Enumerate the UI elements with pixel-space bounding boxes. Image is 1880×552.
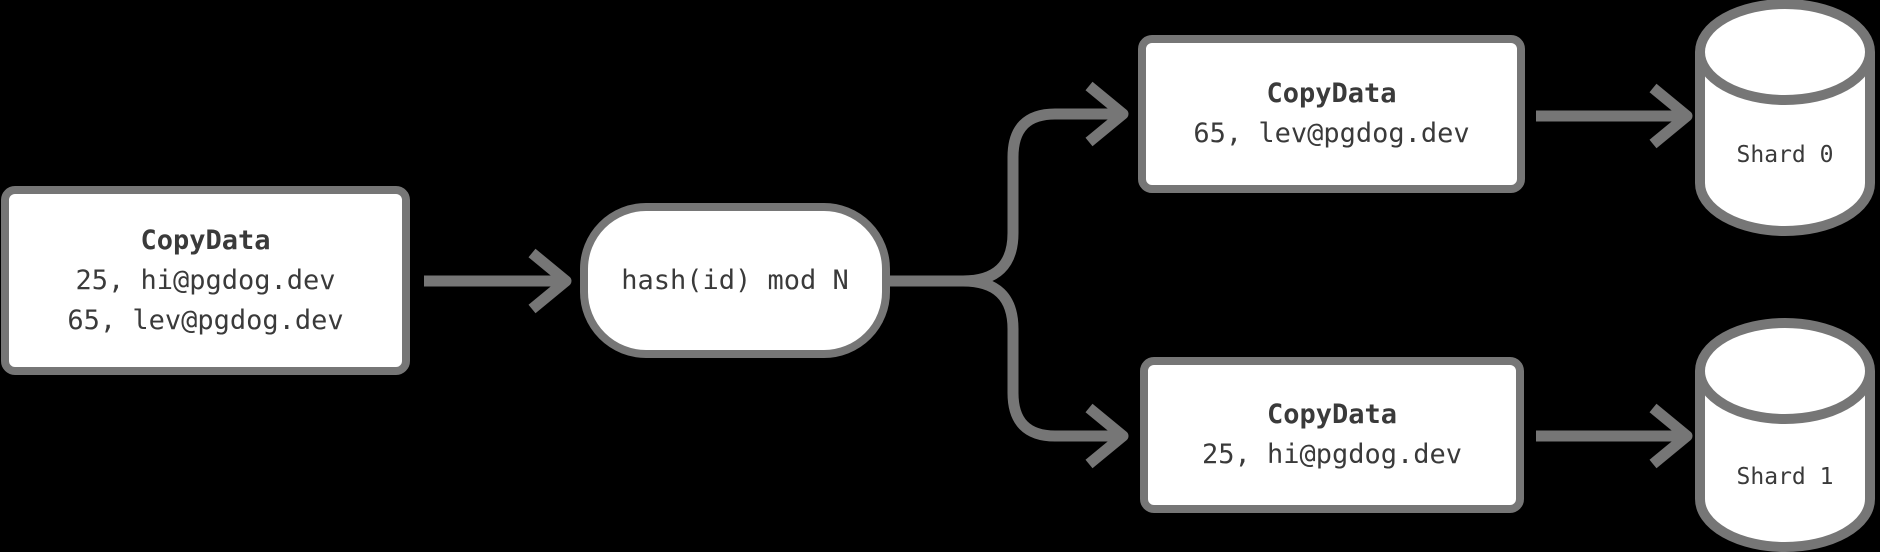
arrow-shard0box-to-db: [1536, 83, 1693, 149]
arrow-source-to-router: [424, 248, 572, 314]
database-cylinder-shard0-icon: [1695, 0, 1875, 236]
shard0-copydata-node: CopyData 65, lev@pgdog.dev: [1138, 35, 1525, 193]
copy-row: 65, lev@pgdog.dev: [67, 304, 344, 336]
cylinder-top: [1695, 318, 1875, 424]
arrowhead-icon: [1085, 403, 1129, 469]
arrowhead-icon: [1649, 403, 1693, 469]
arrowhead-icon: [1085, 81, 1129, 147]
node-title: CopyData: [1266, 78, 1397, 109]
cylinder-top: [1695, 0, 1875, 105]
arrow-shard1box-to-db: [1536, 403, 1693, 469]
copy-row: 65, lev@pgdog.dev: [1193, 118, 1470, 149]
shard0-db-label: Shard 0: [1736, 142, 1834, 168]
arrowhead-icon: [528, 248, 572, 314]
node-title: CopyData: [1266, 399, 1398, 430]
fork-lower-branch: [889, 275, 1117, 442]
node-title: CopyData: [140, 224, 271, 256]
fork-router-to-shard-boxes: [889, 81, 1129, 469]
router-label: hash(id) mod N: [621, 264, 849, 296]
copy-row: 25, hi@pgdog.dev: [75, 264, 336, 296]
copy-row: 25, hi@pgdog.dev: [1201, 439, 1463, 470]
arrowhead-icon: [1649, 83, 1693, 149]
database-cylinder-shard1-icon: [1695, 318, 1875, 552]
hash-router-node: hash(id) mod N: [580, 203, 890, 358]
shard1-copydata-node: CopyData 25, hi@pgdog.dev: [1140, 357, 1524, 513]
fork-upper-branch: [889, 108, 1117, 287]
shard1-db-label: Shard 1: [1736, 464, 1834, 490]
source-copydata-node: CopyData 25, hi@pgdog.dev 65, lev@pgdog.…: [1, 186, 410, 375]
